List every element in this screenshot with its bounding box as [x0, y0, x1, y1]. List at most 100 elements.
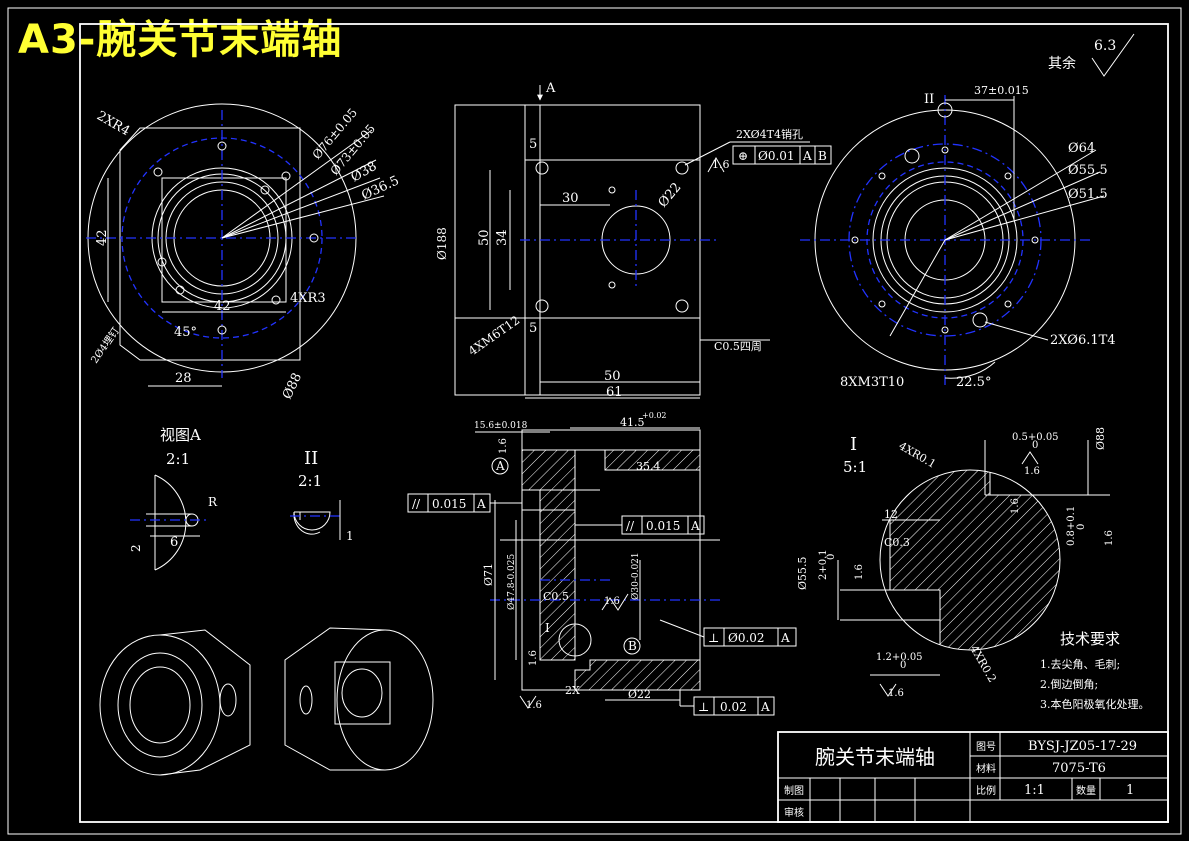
sec-perp1: Ø0.02 [728, 631, 765, 645]
tb-drawn-label: 制图 [784, 784, 804, 797]
view-a-r: R [208, 495, 218, 509]
sec-156: 15.6±0.018 [474, 421, 528, 431]
tech-item-3: 3.本色阳极氧化处理。 [1040, 697, 1150, 711]
sec-415: 41.5 [620, 416, 645, 429]
view-ii-scale: 2:1 [298, 472, 322, 490]
tb-scale: 1:1 [1024, 783, 1045, 798]
side-tol-val: Ø0.01 [758, 149, 795, 163]
sec-perp2-sym: ⊥ [698, 700, 709, 714]
sec-perp1-ref: A [780, 631, 790, 645]
det-ra5: 1.6 [888, 688, 904, 699]
det-d88: Ø88 [1094, 427, 1107, 450]
inner-frame [79, 23, 1169, 823]
isometric-view-2 [284, 627, 434, 771]
side-5a: 5 [529, 137, 537, 152]
right-d64: Ø64 [1068, 141, 1095, 156]
side-34: 34 [495, 229, 510, 246]
side-tol-sym: ⊕ [738, 149, 748, 163]
view-ii-detail: II 2:1 1 [290, 448, 354, 543]
finish-symbol [1091, 33, 1135, 77]
side-188: Ø188 [435, 227, 449, 260]
finish-value: 6.3 [1094, 38, 1116, 54]
detail-i-title: I [850, 434, 857, 455]
det-ra1: 1.6 [1024, 466, 1040, 477]
tech-item-1: 1.去尖角、毛刺; [1040, 658, 1120, 671]
view-a-scale: 2:1 [166, 450, 190, 468]
view-a-title: 视图A [160, 426, 201, 444]
right-d555: Ø55.5 [1068, 163, 1108, 178]
front-view: 2XR4 Ø76±0.05 Ø73±0.05 Ø38 Ø36.5 42 42 4… [86, 103, 402, 402]
tb-mat: 7075-T6 [1052, 761, 1106, 776]
title-block: 腕关节末端轴 图号 BYSJ-JZ05-17-29 材料 7075-T6 比例 … [777, 731, 1169, 823]
right-view: II 37±0.015 Ø64 Ø55.5 Ø51.5 2XØ6.1T4 8XM… [800, 84, 1116, 390]
sec-par1: 0.015 [432, 497, 466, 511]
right-m3: 8XM3T10 [840, 375, 904, 390]
det-05: 0.5+0.05 [1012, 432, 1059, 443]
det-2: 2+0.1 [818, 549, 829, 580]
front-r3: 4XR3 [290, 291, 326, 306]
det-ra3: 1.6 [1104, 530, 1115, 546]
front-d38: Ø38 [349, 159, 380, 186]
side-30: 30 [562, 191, 579, 206]
det-12: 12 [884, 508, 898, 521]
sec-ra16b: 1.6 [528, 650, 539, 666]
isometric-view-1 [99, 629, 251, 776]
sec-par2: 0.015 [646, 519, 680, 533]
front-r4: 2XR4 [94, 108, 132, 139]
right-holes: 2XØ6.1T4 [1050, 333, 1116, 348]
sec-par1-ref: A [476, 497, 486, 511]
sec-c05: C0.5 [543, 590, 569, 603]
tb-scale-label: 比例 [976, 784, 996, 797]
det-d555: Ø55.5 [796, 556, 809, 590]
sec-i: I [545, 621, 550, 635]
sec-datum-b: B [628, 639, 637, 653]
tech-requirements: 技术要求 1.去尖角、毛刺; 2.倒边倒角; 3.本色阳极氧化处理。 [1040, 630, 1150, 711]
side-view: A Ø188 50 34 5 30 Ø22 5 4XM6T12 50 61 C0… [435, 81, 832, 400]
right-d515: Ø51.5 [1068, 187, 1108, 202]
det-r01: 4XR0.1 [897, 439, 939, 471]
sec-ra16d: 1.6 [498, 438, 509, 454]
det-2b: 0 [826, 554, 837, 560]
det-05b: 0 [1032, 440, 1038, 451]
sec-par1-sym: // [412, 497, 421, 511]
section-view: 15.6±0.018 41.5 +0.02 35.4 A // 0.015 A … [407, 411, 797, 716]
front-42v: 42 [95, 229, 110, 246]
right-ang: 22.5° [956, 375, 991, 390]
sec-w2x: 2X [565, 684, 580, 697]
finish-label: 其余 [1048, 55, 1076, 72]
sec-d22: Ø22 [628, 688, 651, 701]
front-42h: 42 [214, 299, 231, 314]
right-ii: II [924, 92, 934, 107]
view-ii-title: II [304, 448, 318, 469]
front-flat: 2Ø4埋钉 [89, 325, 122, 365]
detail-i-scale: 5:1 [843, 458, 867, 476]
view-a-detail: 视图A 2:1 R 6 2 [129, 426, 218, 571]
sec-par2-ref: A [690, 519, 700, 533]
side-d22: Ø22 [656, 180, 685, 210]
det-c03: C0.3 [884, 536, 910, 549]
outer-frame [7, 7, 1182, 835]
sec-perp2: 0.02 [720, 700, 747, 714]
front-28: 28 [175, 371, 192, 386]
side-m6: 4XM6T12 [466, 313, 523, 359]
sec-datum-a: A [495, 459, 505, 473]
side-50: 50 [477, 229, 492, 246]
sec-perp1-sym: ⊥ [708, 631, 719, 645]
det-08: 0.8+0.1 [1066, 506, 1077, 546]
sec-par2-sym: // [626, 519, 635, 533]
det-12bb: 0 [900, 660, 906, 671]
side-tol-a: A [802, 149, 812, 163]
front-45: 45° [174, 325, 197, 340]
side-50w: 50 [604, 369, 621, 384]
tb-dwg-label: 图号 [976, 741, 996, 753]
sec-ra16c: 1.6 [526, 700, 542, 711]
sec-perp2-ref: A [760, 700, 770, 714]
det-r02: 4XR0.2 [967, 643, 999, 685]
det-08b: 0 [1076, 524, 1087, 530]
tech-title: 技术要求 [1060, 630, 1120, 648]
side-61: 61 [606, 385, 623, 400]
right-37: 37±0.015 [974, 84, 1029, 97]
tb-qty-label: 数量 [1076, 784, 1096, 797]
det-12b: 1.2+0.05 [876, 652, 923, 663]
